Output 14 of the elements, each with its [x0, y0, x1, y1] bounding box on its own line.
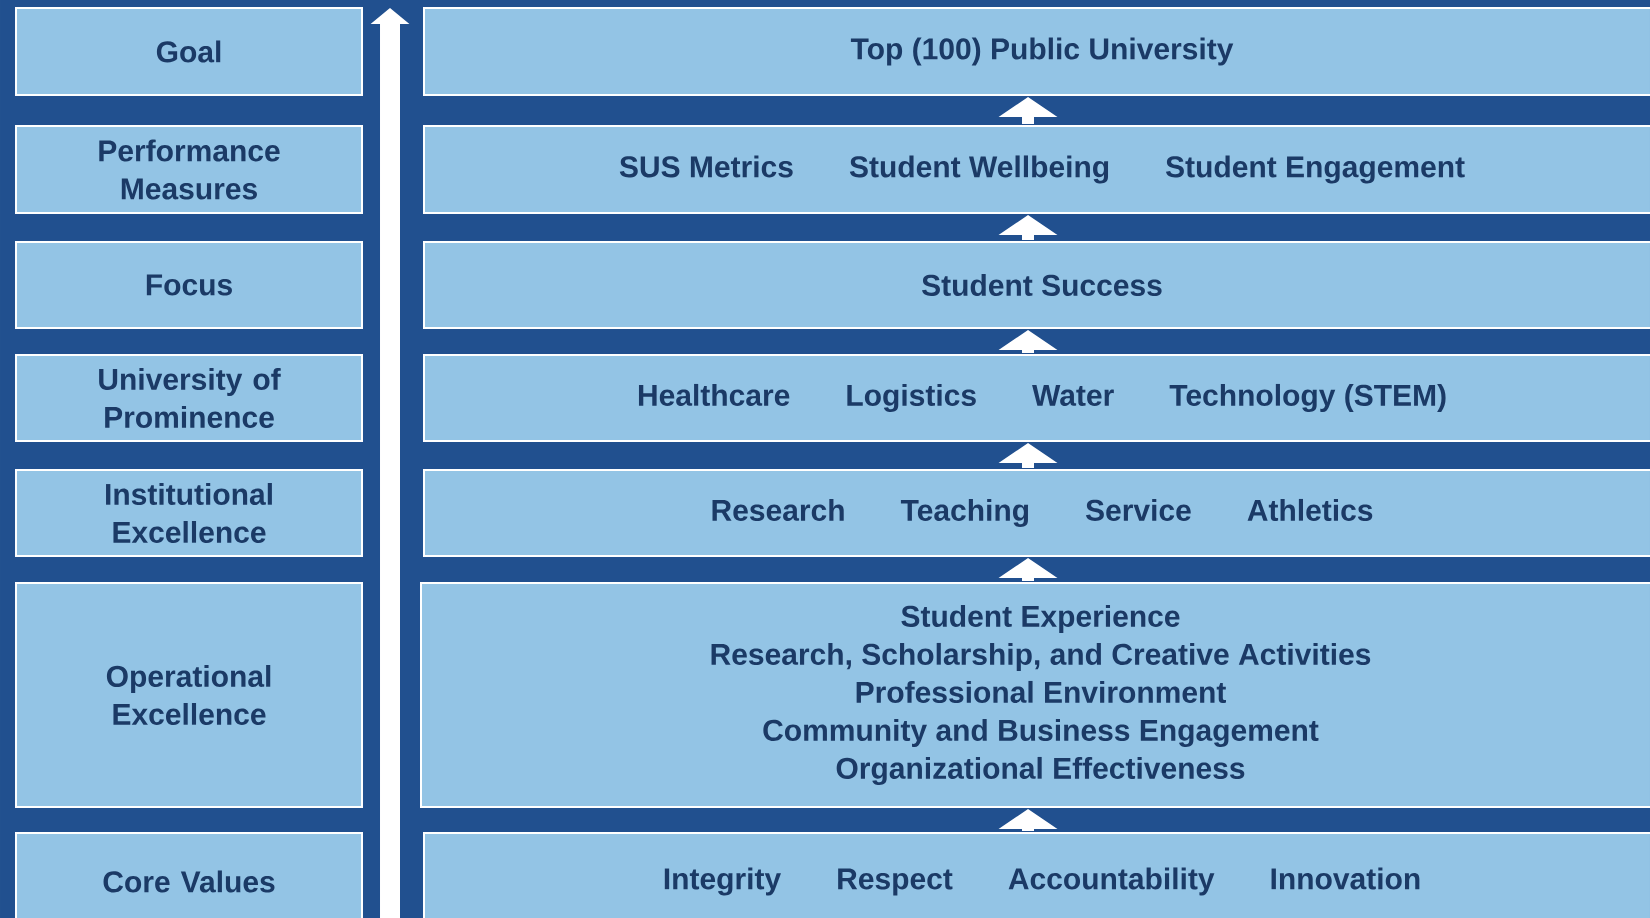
- tier-band: Healthcare Logistics Water Technology (STEM): [423, 354, 1650, 442]
- tier-band: Top (100) Public University: [423, 7, 1650, 96]
- tier-band: Student Experience Research, Scholarship, and Creative Activities Professional Environment Community and Business Engagement Organizational Effectiveness: [420, 582, 1650, 808]
- row-label-box: Institutional Excellence: [15, 469, 363, 557]
- row-label-box: Focus: [15, 241, 363, 329]
- tier-band: SUS Metrics Student Wellbeing Student Engagement: [423, 125, 1650, 214]
- tier-band: Research Teaching Service Athletics: [423, 469, 1650, 557]
- row-label-box: University of Prominence: [15, 354, 363, 442]
- tier-band: Student Success: [423, 241, 1650, 329]
- tier-band: Integrity Respect Accountability Innovation: [423, 832, 1650, 918]
- row-label-box: Goal: [15, 7, 363, 96]
- row-label-box: Core Values: [15, 832, 363, 918]
- row-label-box: Performance Measures: [15, 125, 363, 214]
- row-label-box: Operational Excellence: [15, 582, 363, 808]
